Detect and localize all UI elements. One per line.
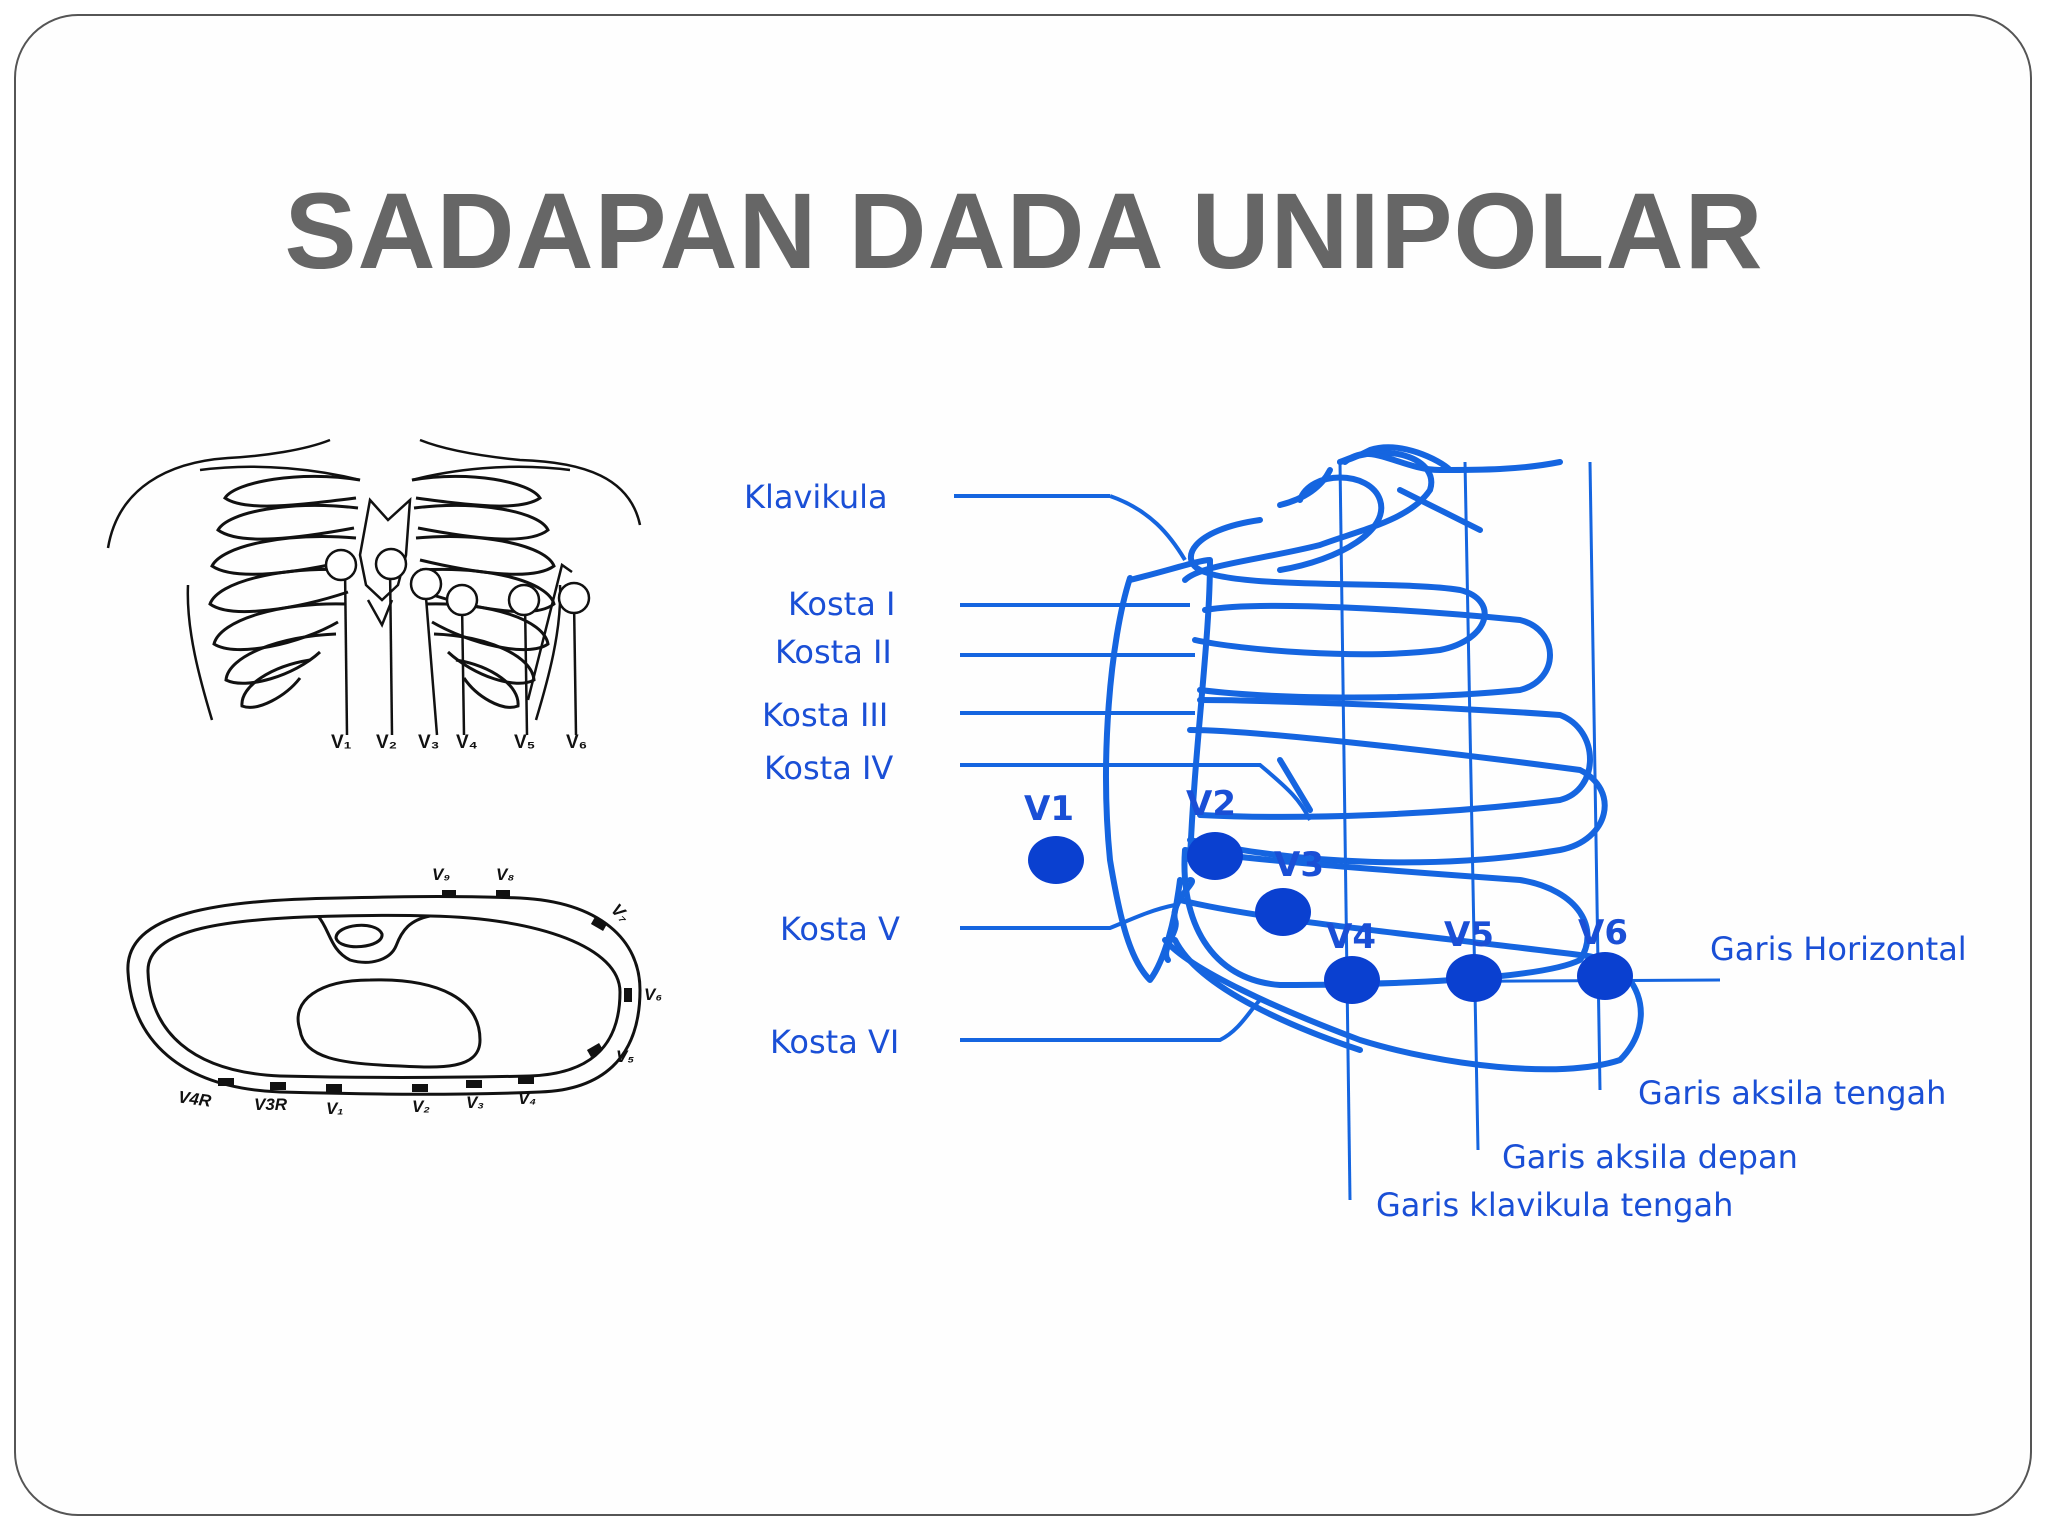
electrode-v2 (1187, 832, 1243, 880)
front-lead-v4: V₄ (456, 732, 478, 753)
electrode-v5 (1446, 954, 1502, 1002)
rib-electrodes (1028, 832, 1633, 1004)
front-chest-illustration (106, 438, 642, 721)
label-kosta-1: Kosta I (788, 585, 895, 623)
label-kosta-5: Kosta V (780, 910, 900, 948)
electrode-v4 (1324, 956, 1380, 1004)
electrode-label-v3: V3 (1274, 845, 1324, 885)
line-labels: Garis Horizontal Garis aksila tengah Gar… (1376, 930, 1967, 1224)
electrode-v3 (1255, 888, 1311, 936)
front-lead-v3: V₃ (418, 732, 439, 753)
label-leader-lines (954, 494, 1312, 1042)
front-lead-labels: V₁ V₂ V₃ V₄ V₅ V₆ (331, 732, 587, 753)
label-garis-horizontal: Garis Horizontal (1710, 930, 1967, 968)
electrode-label-v6: V6 (1578, 913, 1628, 953)
electrode-label-v5: V5 (1444, 915, 1494, 955)
cs-lead-v3: V₃ (466, 1093, 484, 1112)
electrode-label-v2: V2 (1186, 784, 1236, 824)
electrode-v6 (1577, 952, 1633, 1000)
label-garis-aksila-depan: Garis aksila depan (1502, 1138, 1798, 1176)
cs-lead-v9: V₉ (432, 865, 450, 884)
front-ribs-left (208, 474, 361, 709)
rib-cage-blue (1103, 444, 1644, 1073)
cs-lead-v3r: V3R (254, 1095, 288, 1114)
cs-lead-v7: V₇ (607, 900, 633, 926)
electrode-v1 (1028, 836, 1084, 884)
front-lead-v6: V₆ (566, 732, 587, 753)
front-lead-v2: V₂ (376, 732, 397, 753)
front-lead-v1: V₁ (331, 732, 352, 753)
label-kosta-2: Kosta II (775, 633, 892, 671)
label-kosta-6: Kosta VI (770, 1023, 899, 1061)
front-lead-v5: V₅ (514, 732, 535, 753)
electrode-labels: V1 V2 V3 V4 V5 V6 (1024, 784, 1628, 957)
label-klavikula: Klavikula (744, 478, 888, 516)
cs-lead-v8: V₈ (496, 865, 514, 884)
cross-section-illustration (126, 895, 642, 1096)
cs-lead-v4r: V4R (177, 1087, 213, 1111)
cs-lead-v5: V₅ (616, 1047, 634, 1066)
cs-lead-v2: V₂ (412, 1097, 430, 1116)
cross-section-electrodes (218, 890, 632, 1092)
slide-title: SADAPAN DADA UNIPOLAR (284, 170, 1764, 291)
cs-lead-v6: V₆ (644, 985, 662, 1004)
label-garis-klavikula-tengah: Garis klavikula tengah (1376, 1186, 1733, 1224)
front-electrodes (324, 547, 591, 736)
cs-lead-v1: V₁ (326, 1099, 343, 1118)
label-kosta-3: Kosta III (762, 696, 888, 734)
cs-lead-v4: V₄ (518, 1089, 536, 1108)
electrode-label-v1: V1 (1024, 789, 1074, 829)
electrode-label-v4: V4 (1326, 917, 1376, 957)
rib-labels: Klavikula Kosta I Kosta II Kosta III Kos… (744, 478, 900, 1061)
label-kosta-4: Kosta IV (764, 749, 893, 787)
label-garis-aksila-tengah: Garis aksila tengah (1638, 1074, 1946, 1112)
